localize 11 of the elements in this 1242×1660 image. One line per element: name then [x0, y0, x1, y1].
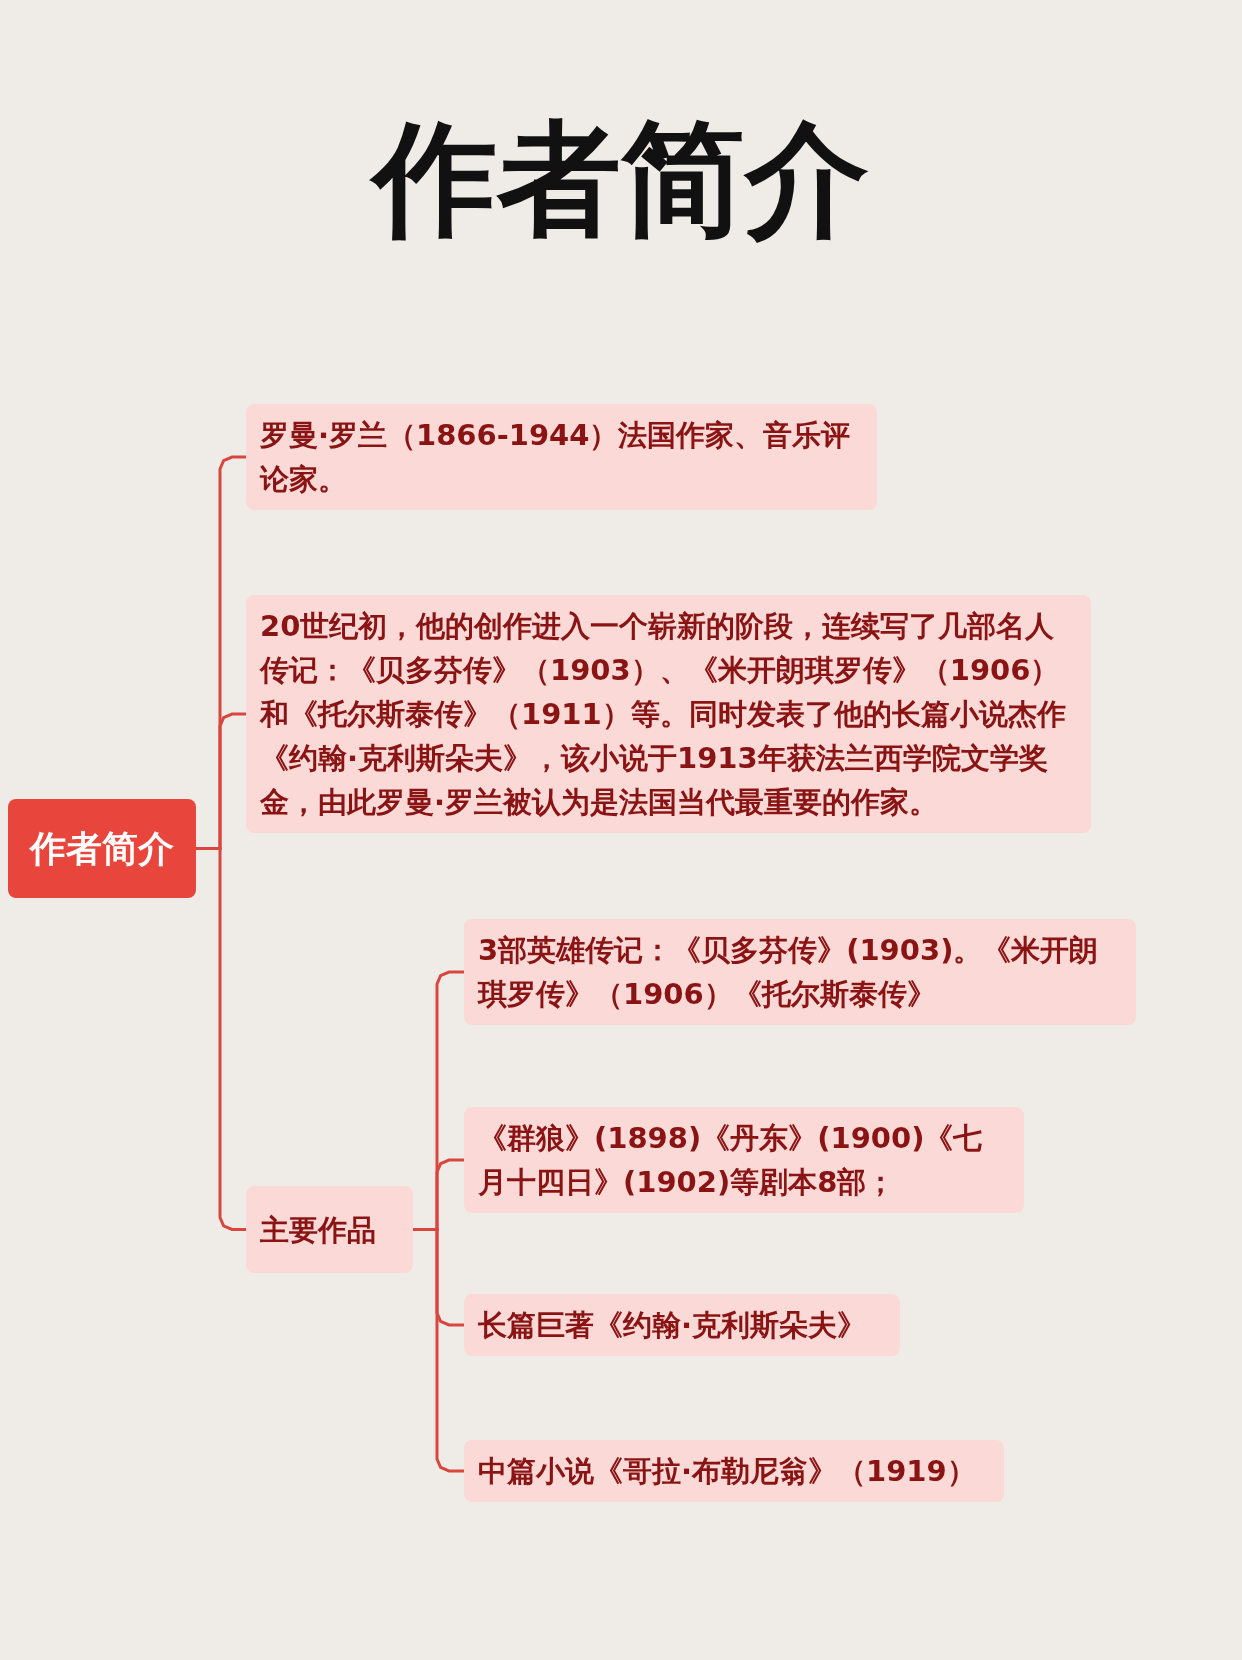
connector-line [413, 1228, 464, 1473]
topic-box: 20世纪初，他的创作进入一个崭新的阶段，连续写了几部名人传记：《贝多芬传》（1903）、《米开朗琪罗传》（1906）和《托尔斯泰传》（1911）等。同时发表了他的长篇小说杰作《约翰·克利斯朵夫》，该小说于1913年获法兰西学院文学奖金，由此罗曼·罗兰被认为是法国当代最重要的作家。 [246, 595, 1091, 833]
topic-box: 主要作品 [246, 1186, 413, 1273]
connector-line [196, 847, 246, 1231]
root-topic-box: 作者简介 [8, 799, 196, 898]
title: 作者简介 [0, 105, 1242, 254]
topic-box: 罗曼·罗兰（1866-1944）法国作家、音乐评论家。 [246, 404, 877, 510]
topic-box: 长篇巨著《约翰·克利斯朵夫》 [464, 1294, 900, 1356]
topic-box: 《群狼》(1898)《丹东》(1900)《七月十四日》(1902)等剧本8部； [464, 1107, 1024, 1213]
topic-box: 中篇小说《哥拉·布勒尼翁》（1919） [464, 1440, 1004, 1502]
topic-box: 3部英雄传记：《贝多芬传》(1903)。《米开朗琪罗传》（1906）《托尔斯泰传》 [464, 919, 1136, 1025]
